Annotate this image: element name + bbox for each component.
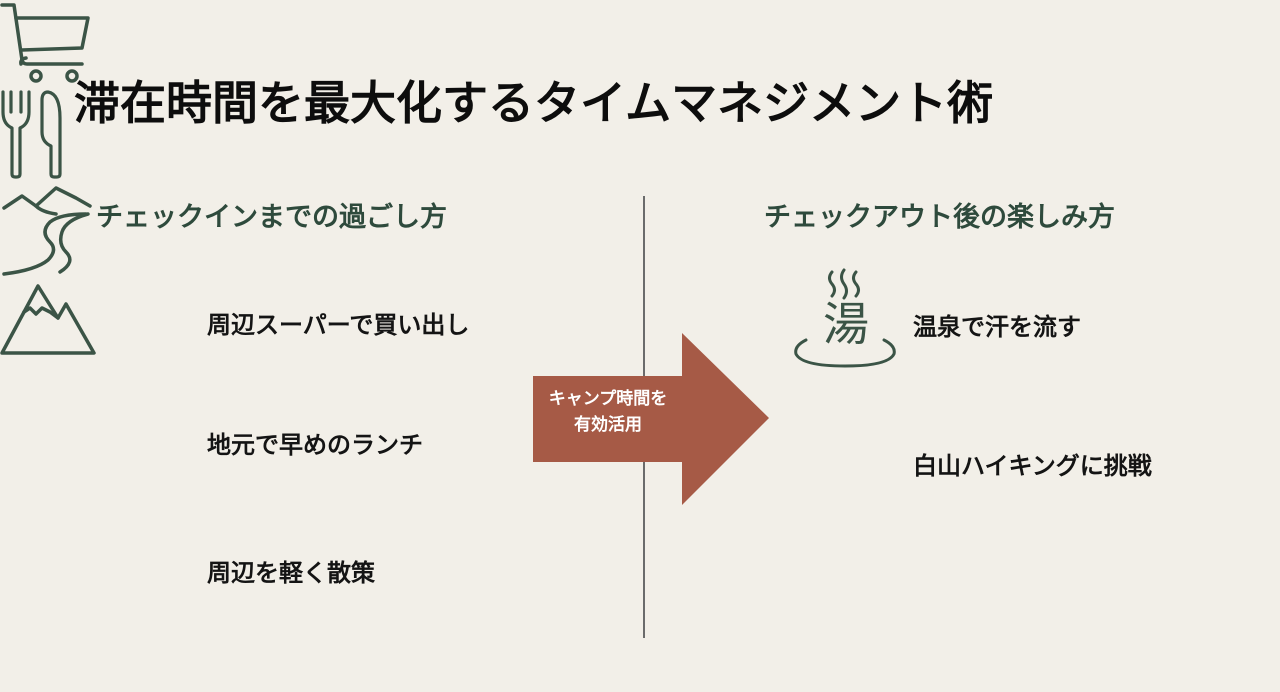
item-label: 温泉で汗を流す [913,313,1081,341]
list-item-hiking: 白山ハイキングに挑戦 [0,282,1280,480]
list-item-shopping: 周辺スーパーで買い出し [0,0,1280,339]
right-section: チェックアウト後の楽しみ方 湯 温泉で汗を流す 白山ハイキングに挑戦 [0,202,1280,480]
shopping-cart-icon [0,3,90,83]
item-label: 白山ハイキングに挑戦 [913,452,1152,480]
arrow-label-line2: 有効活用 [574,415,642,435]
arrow-label: キャンプ時間を 有効活用 [533,386,683,438]
left-section: チェックインまでの過ごし方 周辺スーパーで買い出し 地元で早めのランチ 周辺を軽 [0,0,1280,587]
list-item-stroll: 周辺を軽く散策 [0,184,1280,587]
right-arrow-icon [533,333,769,505]
fork-knife-icon [1,90,62,179]
item-label: 周辺を軽く散策 [207,559,375,587]
hot-spring-icon: 湯 [792,268,898,372]
left-section-heading: チェックインまでの過ごし方 [96,202,447,233]
arrow-label-line1: キャンプ時間を [548,389,668,409]
page-title: 滞在時間を最大化するタイムマネジメント術 [74,76,994,130]
item-label: 地元で早めのランチ [207,431,423,459]
list-item-lunch: 地元で早めのランチ [0,88,1280,459]
mountain-path-icon [2,186,92,276]
mountain-icon [0,284,96,355]
right-section-heading: チェックアウト後の楽しみ方 [764,202,1115,233]
hot-spring-glyph: 湯 [823,297,869,351]
item-label: 周辺スーパーで買い出し [207,311,470,339]
